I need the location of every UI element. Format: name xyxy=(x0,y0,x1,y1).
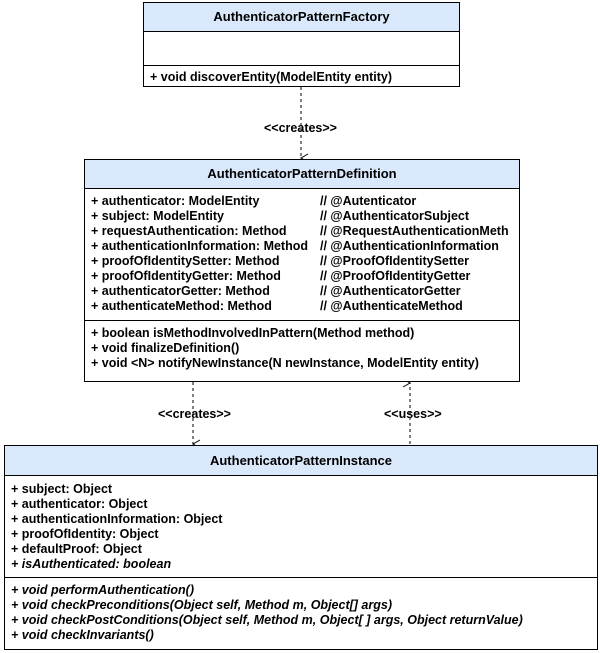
method-discover-entity: + void discoverEntity(ModelEntity entity… xyxy=(150,70,393,84)
attribute-subject: + subject: ModelEntity xyxy=(91,209,225,223)
annotation-proof-of-identity-getter: // @ProofOfIdentityGetter xyxy=(320,269,471,283)
attribute-authenticate-method: + authenticateMethod: Method xyxy=(91,299,272,313)
attribute-authentication-information: + authenticationInformation: Object xyxy=(11,512,223,526)
attribute-is-authenticated: + isAuthenticated: boolean xyxy=(11,557,172,571)
attribute-row: + subject: ModelEntity // @Authenticator… xyxy=(91,209,513,224)
class-name: AuthenticatorPatternDefinition xyxy=(207,166,397,181)
attribute-authenticator: + authenticator: ModelEntity xyxy=(91,194,260,208)
attribute-row: + authenticator: ModelEntity // @Autenti… xyxy=(91,194,513,209)
annotation-authenticator-getter: // @AuthenticatorGetter xyxy=(320,284,461,298)
attribute-authenticator-getter: + authenticatorGetter: Method xyxy=(91,284,270,298)
attribute-authentication-information: + authenticationInformation: Method xyxy=(91,239,309,253)
class-authenticator-pattern-instance[interactable]: AuthenticatorPatternInstance + subject: … xyxy=(4,445,598,650)
annotation-authenticate-method: // @AuthenticateMethod xyxy=(320,299,463,313)
class-authenticator-pattern-definition[interactable]: AuthenticatorPatternDefinition + authent… xyxy=(84,159,520,382)
attribute-authenticator: + authenticator: Object xyxy=(11,497,148,511)
annotation-authentication-information: // @AuthenticationInformation xyxy=(320,239,499,253)
attribute-row: + authenticateMethod: Method // @Authent… xyxy=(91,299,513,314)
class-name: AuthenticatorPatternInstance xyxy=(209,453,393,468)
method-finalize-definition: + void finalizeDefinition() xyxy=(91,341,240,355)
method-check-postconditions: + void checkPostConditions(Object self, … xyxy=(11,613,523,627)
methods-section: + boolean isMethodInvolvedInPattern(Meth… xyxy=(85,320,519,376)
annotation-proof-of-identity-setter: // @ProofOfIdentitySetter xyxy=(320,254,470,268)
method-check-preconditions: + void checkPreconditions(Object self, M… xyxy=(11,598,392,612)
class-name: AuthenticatorPatternFactory xyxy=(213,9,390,24)
relation-label-creates-1: <<creates>> xyxy=(264,121,337,135)
attribute-proof-of-identity-setter: + proofOfIdentitySetter: Method xyxy=(91,254,280,268)
attribute-row: + authenticatorGetter: Method // @Authen… xyxy=(91,284,513,299)
class-title: AuthenticatorPatternDefinition xyxy=(85,160,519,189)
relation-label-creates-2: <<creates>> xyxy=(158,407,231,421)
attribute-request-authentication: + requestAuthentication: Method xyxy=(91,224,287,238)
attribute-row: + proofOfIdentitySetter: Method // @Proo… xyxy=(91,254,513,269)
attribute-row: + proofOfIdentityGetter: Method // @Proo… xyxy=(91,269,513,284)
method-notify-new-instance: + void <N> notifyNewInstance(N newInstan… xyxy=(91,356,479,370)
attribute-proof-of-identity-getter: + proofOfIdentityGetter: Method xyxy=(91,269,281,283)
attribute-row: + authenticationInformation: Method // @… xyxy=(91,239,513,254)
methods-section: + void discoverEntity(ModelEntity entity… xyxy=(144,65,459,89)
attributes-section: + authenticator: ModelEntity // @Autenti… xyxy=(85,189,519,320)
class-title: AuthenticatorPatternFactory xyxy=(144,3,459,32)
attribute-row: + requestAuthentication: Method // @Requ… xyxy=(91,224,513,239)
attribute-proof-of-identity: + proofOfIdentity: Object xyxy=(11,527,159,541)
annotation-authenticator-subject: // @AuthenticatorSubject xyxy=(320,209,470,223)
method-is-method-involved: + boolean isMethodInvolvedInPattern(Meth… xyxy=(91,326,415,340)
attribute-default-proof: + defaultProof: Object xyxy=(11,542,142,556)
method-perform-authentication: + void performAuthentication() xyxy=(11,583,194,597)
attributes-section xyxy=(144,32,459,65)
attribute-subject: + subject: Object xyxy=(11,482,113,496)
annotation-request-authentication: // @RequestAuthenticationMeth xyxy=(320,224,509,238)
attributes-section: + subject: Object + authenticator: Objec… xyxy=(5,476,597,577)
method-check-invariants: + void checkInvariants() xyxy=(11,628,154,642)
class-title: AuthenticatorPatternInstance xyxy=(5,446,597,476)
methods-section: + void performAuthentication() + void ch… xyxy=(5,577,597,648)
relation-label-uses: <<uses>> xyxy=(384,407,442,421)
annotation-autenticator: // @Autenticator xyxy=(320,194,417,208)
class-authenticator-pattern-factory[interactable]: AuthenticatorPatternFactory + void disco… xyxy=(143,2,460,87)
